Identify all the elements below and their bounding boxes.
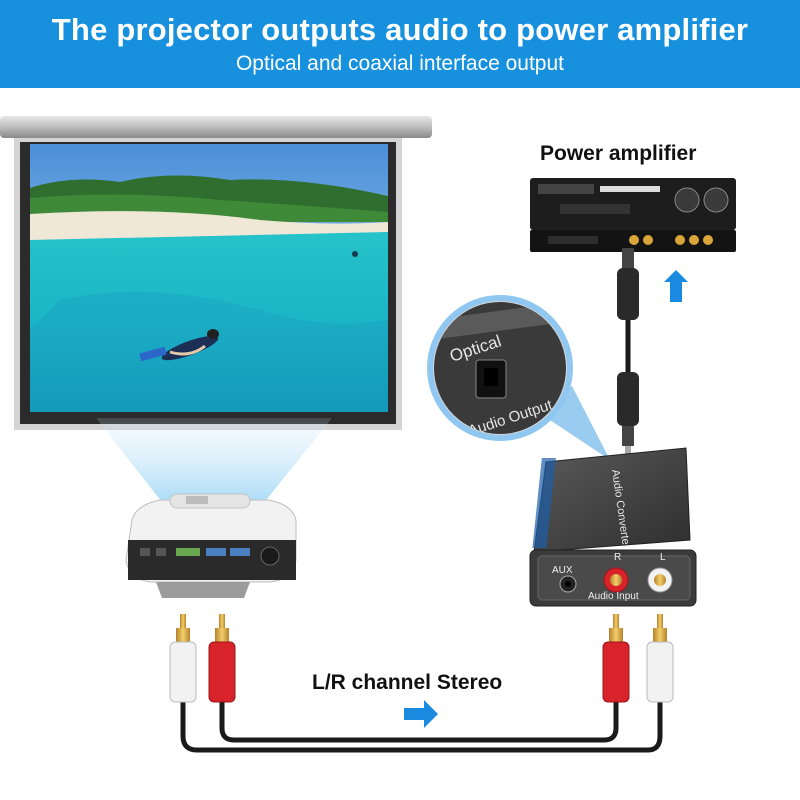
projector bbox=[125, 493, 297, 598]
stereo-label: L/R channel Stereo bbox=[312, 671, 503, 694]
rca-plug-red-right bbox=[602, 614, 630, 703]
left-channel-label: L bbox=[660, 552, 666, 563]
optical-zoom-bubble: Optical Audio Output bbox=[427, 295, 610, 460]
arrow-up-icon bbox=[664, 270, 688, 302]
page-subtitle: Optical and coaxial interface output bbox=[235, 52, 565, 75]
header-banner: The projector outputs audio to power amp… bbox=[0, 0, 800, 88]
swimmer bbox=[139, 329, 219, 362]
power-amplifier bbox=[530, 178, 736, 252]
aux-label: AUX bbox=[552, 565, 573, 576]
page-title: The projector outputs audio to power amp… bbox=[51, 12, 749, 47]
optical-cable bbox=[617, 248, 639, 454]
screen-roller bbox=[0, 116, 432, 138]
audio-converter: Audio Converter AUX R L Audio Input bbox=[529, 447, 697, 607]
rca-cable bbox=[169, 614, 674, 753]
projection-beam bbox=[96, 418, 332, 520]
audio-input-label: Audio Input bbox=[588, 591, 639, 602]
rca-plug-white-right bbox=[646, 614, 674, 703]
rca-plug-white-left bbox=[169, 614, 197, 703]
rca-plug-red-left bbox=[208, 614, 236, 703]
projection-screen bbox=[0, 116, 432, 430]
power-amplifier-label: Power amplifier bbox=[540, 142, 697, 165]
right-channel-label: R bbox=[614, 552, 621, 563]
arrow-right-icon bbox=[404, 700, 438, 728]
setup-illustration: Optical Audio Output Audio Converter AUX… bbox=[0, 116, 736, 753]
